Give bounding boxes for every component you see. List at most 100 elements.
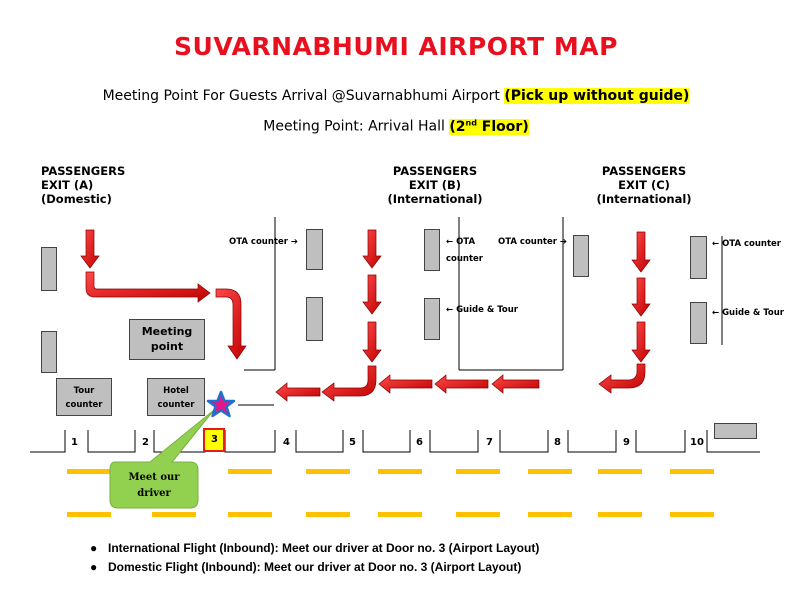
ota-counter-box (690, 236, 707, 279)
lane-dash (306, 469, 350, 474)
door-number: 1 (71, 437, 78, 448)
arrow-down (631, 231, 651, 273)
exit-c-line3: (International) (596, 192, 692, 206)
arrow-left (275, 382, 321, 402)
hotel-counter-line2: counter (157, 400, 195, 410)
note-item: ● International Flight (Inbound): Meet ou… (90, 539, 539, 558)
exit-c-line1: PASSENGERS (601, 164, 687, 178)
exit-b-label: PASSENGERS EXIT (B) (International) (380, 164, 490, 206)
guide-tour-label-1: ← Guide & Tour (446, 305, 518, 315)
lane-dash (378, 469, 422, 474)
door-segment (706, 430, 760, 453)
meet-driver-callout (109, 409, 215, 509)
floor-pre: (2 (449, 118, 466, 135)
door-number: 2 (142, 437, 149, 448)
exit-a-line2: EXIT (A) (41, 178, 94, 192)
note-item: ● Domestic Flight (Inbound): Meet our dri… (90, 558, 539, 577)
ota-counter-label-2b: counter (446, 254, 484, 264)
exit-c-label: PASSENGERS EXIT (C) (International) (589, 164, 699, 206)
door-number: 8 (554, 437, 561, 448)
subtitle2-text: Meeting Point: Arrival Hall (263, 118, 450, 135)
note-text: International Flight (Inbound): Meet our… (108, 541, 540, 555)
lane-dash (228, 512, 272, 517)
arrow-down (631, 277, 651, 317)
door-number: 10 (690, 437, 704, 448)
hotel-counter-box (147, 378, 205, 416)
meeting-point-line1: Meeting (141, 325, 193, 338)
guide-tour-label-2: ← Guide & Tour (712, 308, 784, 318)
door-segment (567, 430, 617, 453)
lane-dash (670, 512, 714, 517)
page-title: SUVARNABHUMI AIRPORT MAP (174, 32, 618, 61)
door-number: 7 (486, 437, 493, 448)
bullet-icon: ● (90, 541, 98, 555)
lane-dash (670, 469, 714, 474)
counter-box (41, 331, 57, 373)
ota-counter-label-4: ← OTA counter (712, 239, 781, 249)
arrow-left (378, 374, 433, 394)
bullet-icon: ● (90, 560, 98, 574)
arrow-down (362, 321, 382, 363)
subtitle-highlight: (Pick up without guide) (504, 88, 690, 104)
callout-line2: driver (137, 488, 171, 499)
exit-b-line2: EXIT (B) (408, 178, 462, 192)
exit-a-label: PASSENGERS EXIT (A) (Domestic) (41, 164, 125, 206)
lane-dash (598, 512, 642, 517)
arrow-elbow (321, 365, 377, 402)
ota-counter-box (306, 229, 323, 270)
ota-counter-box (424, 229, 440, 271)
lane-dash (306, 512, 350, 517)
door-segment (224, 430, 276, 453)
door-segment (30, 430, 66, 453)
lane-dash (528, 469, 572, 474)
door-number: 4 (283, 437, 290, 448)
lane-dash (228, 469, 272, 474)
route-arrows (80, 229, 651, 402)
door-segment (295, 430, 344, 453)
arrow-down (362, 274, 382, 315)
door-segment (499, 430, 549, 453)
meeting-point-box (129, 319, 205, 360)
lane-dash (152, 512, 196, 517)
tour-counter-label: Tour counter (56, 384, 112, 412)
exit-a-line1: PASSENGERS (41, 164, 126, 178)
hotel-counter-label: Hotel counter (147, 384, 205, 412)
door-segment (87, 430, 136, 453)
door-segment (635, 430, 686, 453)
exit-c-line2: EXIT (C) (618, 178, 670, 192)
lane-dash (67, 512, 111, 517)
note-text: Domestic Flight (Inbound): Meet our driv… (108, 560, 522, 574)
meeting-point-label: Meeting point (129, 324, 205, 354)
door-3-highlight (203, 428, 225, 452)
arrow-left (434, 374, 489, 394)
lane-dash (378, 512, 422, 517)
lane-dash (456, 469, 500, 474)
lane-dash (67, 469, 111, 474)
ota-counter-label-2a: ← OTA (446, 237, 476, 247)
arrow-left (491, 374, 540, 394)
exit-b-line3: (International) (387, 192, 483, 206)
arrow-down (362, 229, 382, 269)
arrow-elbow (598, 363, 646, 394)
door-number-3: 3 (211, 434, 218, 445)
hotel-counter-line1: Hotel (163, 386, 189, 396)
callout-line1: Meet our (128, 472, 180, 483)
tour-counter-line1: Tour (73, 386, 95, 396)
subtitle-text: Meeting Point For Guests Arrival @Suvarn… (102, 88, 505, 104)
meet-driver-text: Meet our driver (110, 470, 198, 502)
ota-counter-label-3: OTA counter ➔ (498, 237, 567, 247)
door-number: 5 (349, 437, 356, 448)
subtitle-meeting-point-guests: Meeting Point For Guests Arrival @Suvarn… (0, 88, 792, 104)
hall-walls (238, 217, 723, 406)
exit-a-line3: (Domestic) (41, 192, 112, 206)
exit-b-line1: PASSENGERS (392, 164, 478, 178)
lane-dash (528, 512, 572, 517)
arrow-down (631, 321, 651, 363)
door-number: 9 (623, 437, 630, 448)
star-icon (206, 390, 236, 418)
counter-box (714, 423, 757, 439)
guide-tour-box (690, 302, 707, 344)
ota-counter-label-1: OTA counter ➔ (229, 237, 298, 247)
